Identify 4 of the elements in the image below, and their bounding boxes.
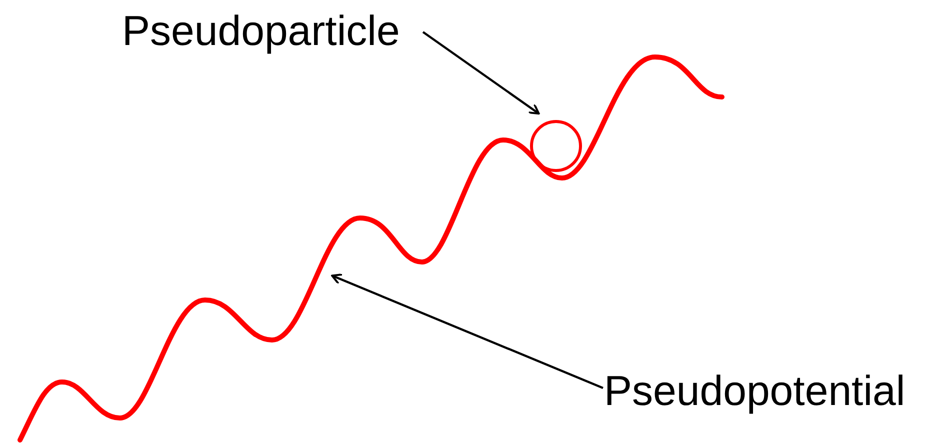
leader-arrow <box>422 31 540 115</box>
callout-label: Pseudoparticle <box>122 8 422 54</box>
callout-label: Pseudopotential <box>604 368 922 414</box>
leader-arrow <box>331 273 604 390</box>
